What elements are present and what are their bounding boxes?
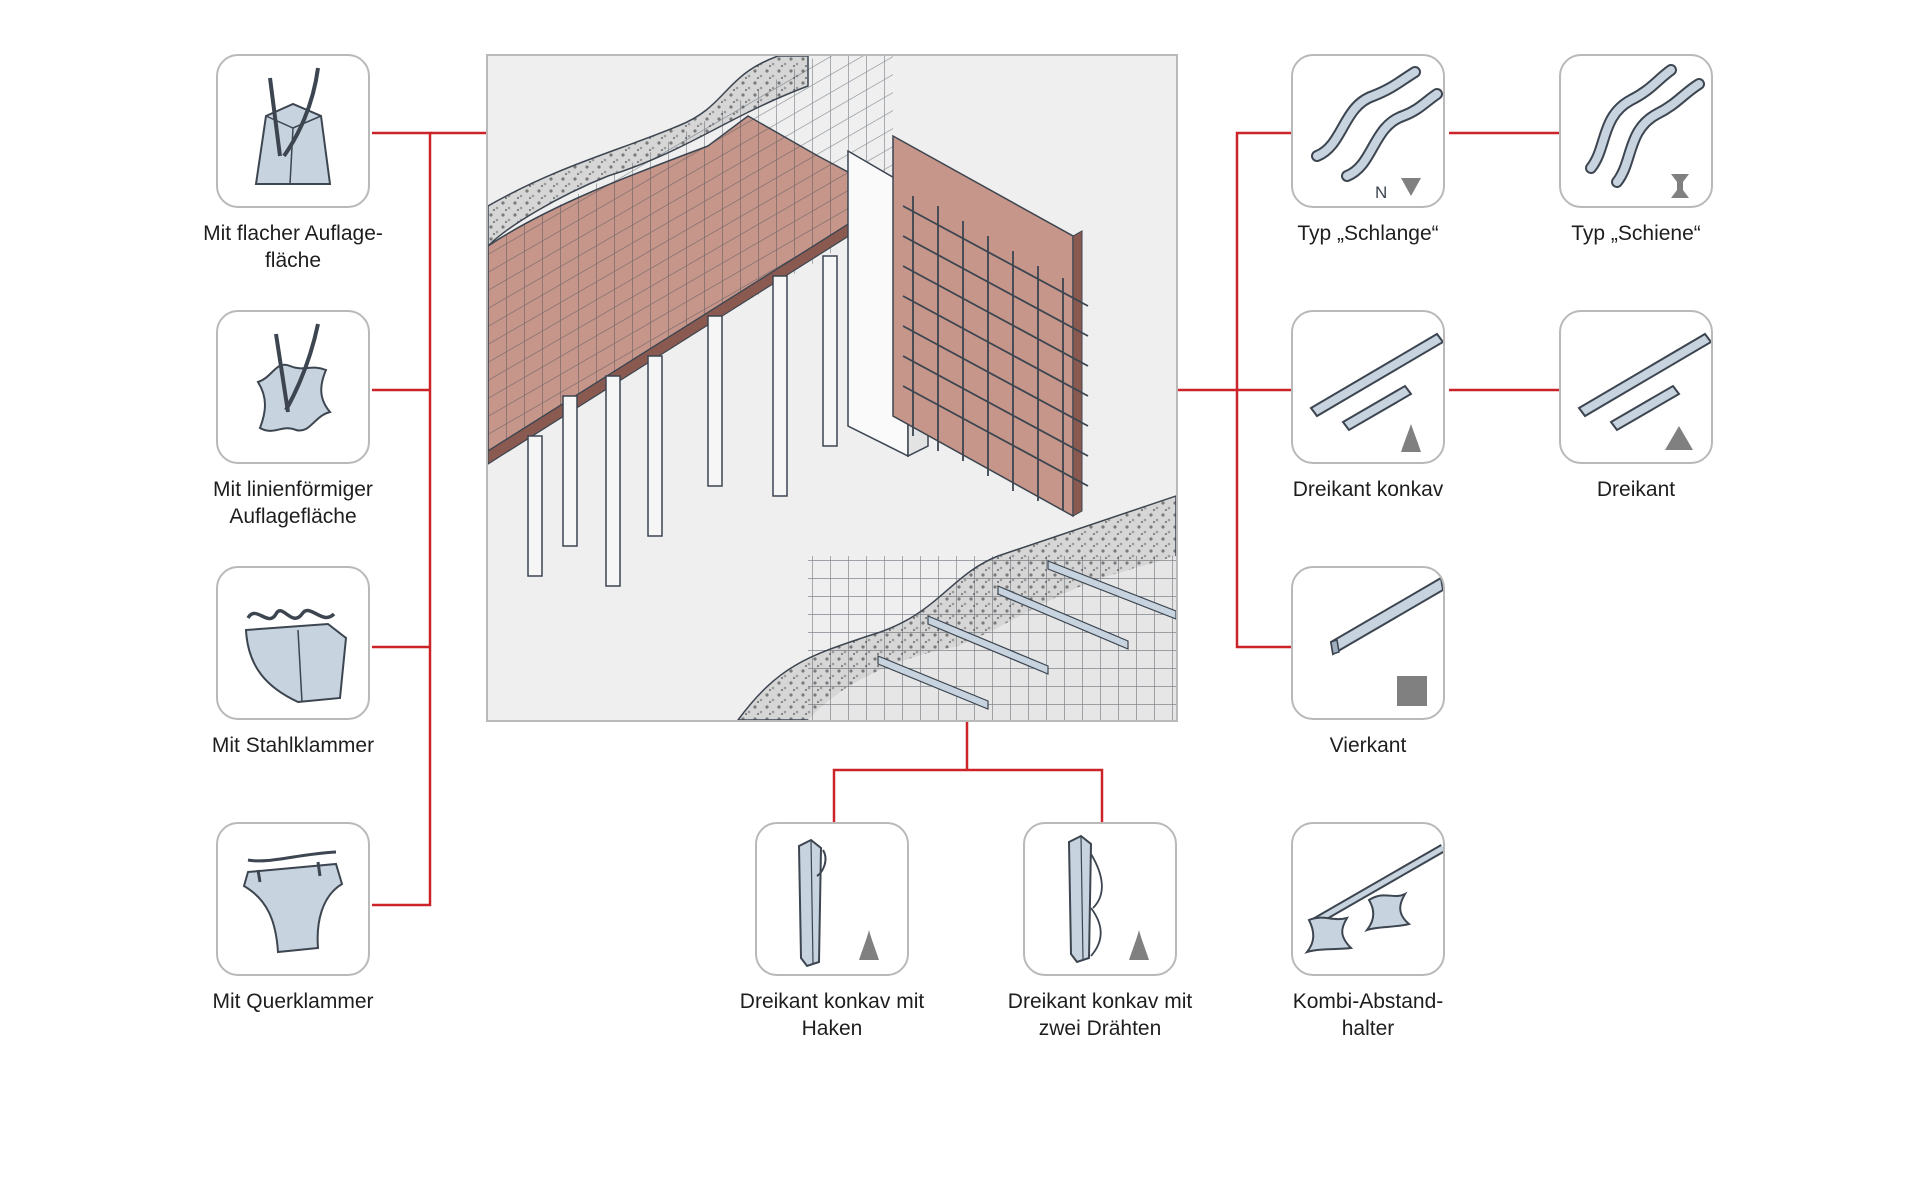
steel-clip-spacer-icon (244, 608, 348, 704)
flat-base-spacer-icon (254, 67, 332, 185)
square-bar-icon (1329, 576, 1443, 706)
construction-scene-illustration (486, 54, 1178, 722)
concave-triangle-hook-icon (797, 838, 879, 968)
square-section-icon (1397, 676, 1427, 706)
triangle-section-icon (1401, 178, 1421, 196)
concave-triangle-section-icon (1401, 424, 1421, 452)
schlange-n-mark: N (1375, 183, 1387, 202)
spacer-tile-dreikant-konkav-draehte (1023, 822, 1177, 976)
triangle-section-icon (1665, 426, 1693, 450)
spacer-tile-linienfoermige-auflage (216, 310, 370, 464)
caption-vierkant: Vierkant (1329, 734, 1407, 757)
spacer-tile-kombi (1291, 822, 1445, 976)
cross-clip-spacer-icon (242, 850, 344, 954)
caption-linienfoermige-auflage: Mit linienförmiger Auflagefläche (213, 478, 373, 528)
spacer-tile-schlange: N (1291, 54, 1445, 208)
caption-schlange: Typ „Schlange“ (1297, 222, 1439, 245)
snake-profile-icon: N (1311, 66, 1443, 202)
spacer-tile-querklammer (216, 822, 370, 976)
concave-triangle-section-icon (859, 930, 879, 960)
concave-triangle-two-wires-icon (1067, 834, 1149, 964)
caption-dreikant-konkav-draehte: Dreikant konkav mit zwei Drähten (1007, 990, 1193, 1040)
caption-dreikant: Dreikant (1596, 478, 1676, 501)
spacer-tile-dreikant-konkav-haken (755, 822, 909, 976)
caption-dreikant-konkav-haken: Dreikant konkav mit Haken (739, 990, 925, 1040)
rail-profile-icon (1585, 64, 1705, 198)
combi-spacer-icon (1304, 844, 1443, 954)
i-section-icon (1671, 174, 1689, 198)
concave-triangle-section-icon (1129, 930, 1149, 960)
caption-querklammer: Mit Querklammer (212, 990, 374, 1013)
caption-stahlklammer: Mit Stahlklammer (211, 734, 375, 757)
triangular-bar-icon (1577, 332, 1711, 450)
spacer-tile-stahlklammer (216, 566, 370, 720)
caption-dreikant-konkav: Dreikant konkav (1292, 478, 1444, 501)
caption-schiene: Typ „Schiene“ (1571, 222, 1701, 245)
spacer-tile-dreikant-konkav (1291, 310, 1445, 464)
line-base-spacer-icon (256, 323, 332, 432)
caption-flache-auflage: Mit flacher Auflage- fläche (203, 222, 383, 272)
spacer-tile-schiene (1559, 54, 1713, 208)
spacer-tile-vierkant (1291, 566, 1445, 720)
spacer-tile-flache-auflage (216, 54, 370, 208)
caption-kombi: Kombi-Abstand- halter (1292, 990, 1444, 1040)
spacer-tile-dreikant (1559, 310, 1713, 464)
concave-triangular-bar-icon (1309, 332, 1443, 452)
